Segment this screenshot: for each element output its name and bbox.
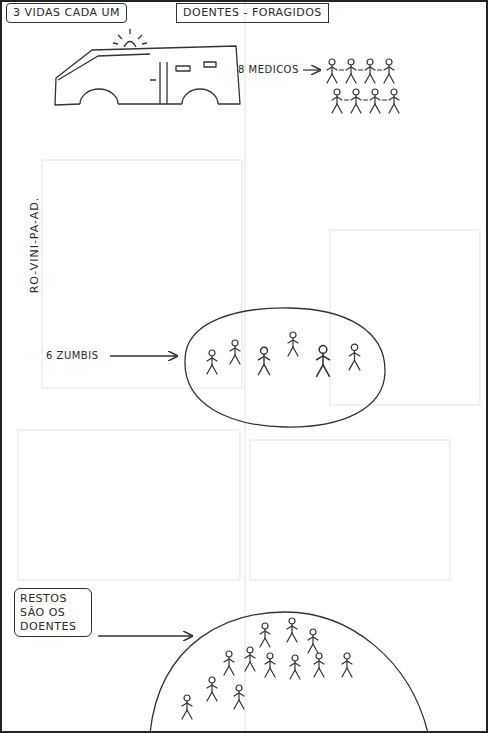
door <box>150 62 167 104</box>
siren-rays <box>113 29 147 44</box>
stick-figure <box>314 653 324 677</box>
stick-figure <box>327 59 337 83</box>
vertical-note: RO-VINI-PA-AD. <box>28 197 41 294</box>
doctor-figures <box>327 59 399 113</box>
stick-figure <box>332 89 342 113</box>
stick-figure <box>207 677 217 701</box>
pointer-arrow <box>110 355 177 356</box>
ambulance-window <box>58 54 150 80</box>
pointer-arrow <box>98 635 192 636</box>
side-window <box>176 66 190 71</box>
wheel <box>80 89 118 104</box>
ambulance-body <box>55 46 240 105</box>
stick-figure <box>308 629 318 653</box>
stick-figure <box>349 344 360 370</box>
stick-figure <box>245 647 255 671</box>
side-window <box>204 62 216 67</box>
stick-figure <box>384 59 394 83</box>
stick-figure <box>370 89 380 113</box>
box-text: 3 VIDAS CADA UM <box>13 6 120 20</box>
group-label: 6 ZUMBIS <box>46 350 99 362</box>
box-text: RESTOS SÃO OS DOENTES <box>20 592 86 633</box>
stick-figure <box>317 346 330 377</box>
heading-box: DOENTES - FORAGIDOS <box>176 3 329 23</box>
stick-figure <box>260 623 270 647</box>
stick-figure <box>287 618 297 642</box>
stick-figure <box>234 685 244 709</box>
stick-figure <box>342 653 352 677</box>
dash <box>339 70 387 100</box>
faint-rect <box>18 430 240 580</box>
stick-figure <box>288 332 298 356</box>
group-label: 8 MEDICOS <box>238 64 299 76</box>
patient-figures <box>182 618 352 719</box>
stick-figure <box>365 59 375 83</box>
stick-figure <box>258 347 269 374</box>
fold-line <box>245 0 246 733</box>
pointer-arrow <box>303 69 320 70</box>
zombie-oval <box>185 308 385 427</box>
stick-figure <box>265 653 275 677</box>
stick-figure <box>346 59 356 83</box>
siren-light <box>124 42 136 48</box>
stick-figure <box>290 655 300 679</box>
stick-figure <box>389 89 399 113</box>
box-text: DOENTES - FORAGIDOS <box>183 6 322 20</box>
stick-figure <box>224 651 234 675</box>
stick-figure <box>207 350 217 374</box>
wheel <box>182 89 218 104</box>
faint-rect <box>250 440 450 580</box>
paper-grid <box>18 0 480 733</box>
stick-figure <box>230 340 240 364</box>
zombie-figures <box>207 332 360 376</box>
stick-figure <box>351 89 361 113</box>
ambulance-drawing <box>55 29 240 105</box>
stick-figure <box>182 695 192 719</box>
faint-rect <box>42 160 242 388</box>
patient-mound <box>150 612 428 733</box>
faint-rect <box>330 230 480 405</box>
callout-box: RESTOS SÃO OS DOENTES <box>14 588 92 637</box>
heading-box: 3 VIDAS CADA UM <box>6 3 127 23</box>
